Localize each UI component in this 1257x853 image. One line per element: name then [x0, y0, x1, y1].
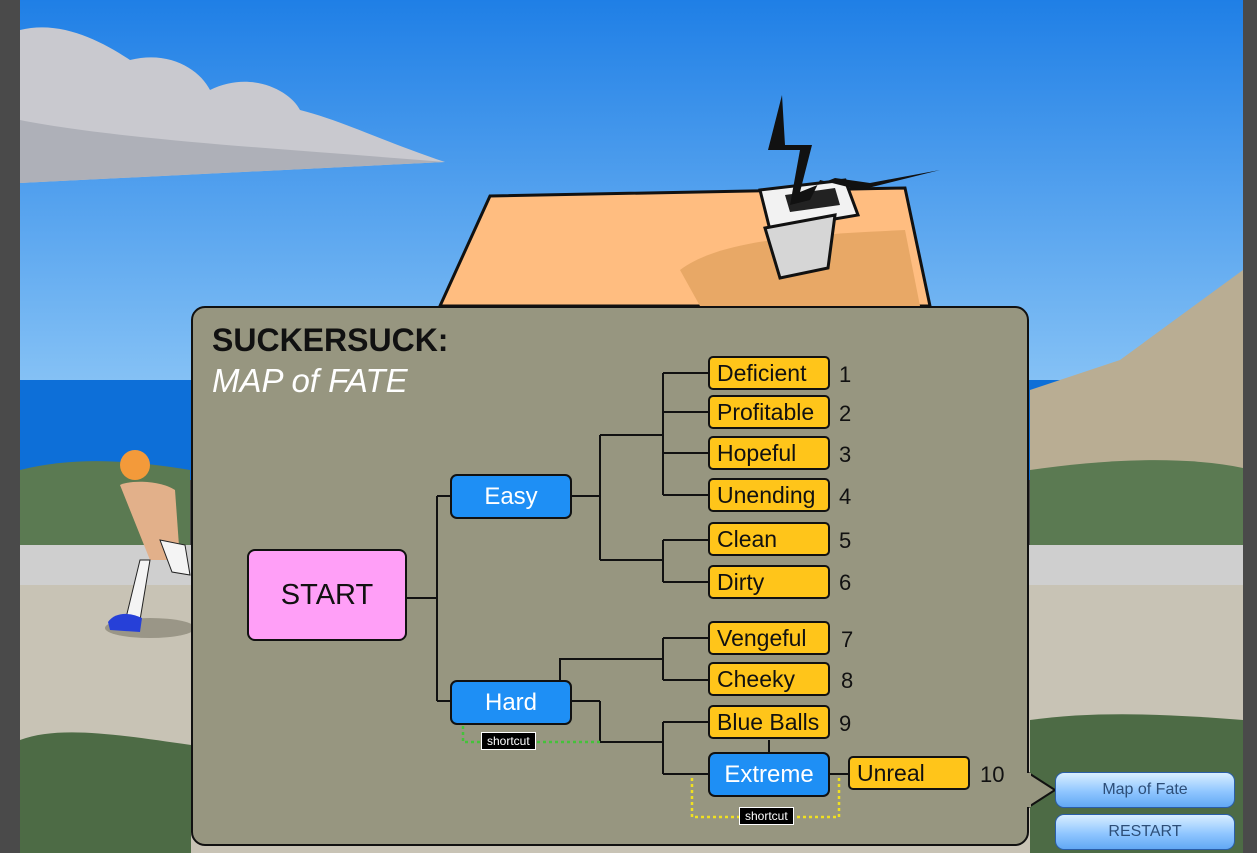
ending-unending: Unending — [708, 478, 830, 512]
map-title: SUCKERSUCK: — [212, 322, 449, 358]
right-hills — [1030, 460, 1243, 545]
map-subtitle: MAP of FATE — [212, 362, 408, 399]
ending-blue-balls: Blue Balls — [708, 705, 830, 739]
ending-hopeful: Hopeful — [708, 436, 830, 470]
ending-number: 4 — [839, 484, 852, 509]
ending-number: 1 — [839, 362, 852, 387]
ending-number: 6 — [839, 570, 852, 595]
start-node: START — [247, 549, 407, 641]
ending-unreal: Unreal — [848, 756, 970, 790]
ending-number: 3 — [839, 442, 852, 467]
ending-vengeful: Vengeful — [708, 621, 830, 655]
cliff-right — [1030, 270, 1243, 480]
ending-cheeky: Cheeky — [708, 662, 830, 696]
extreme-node: Extreme — [708, 752, 830, 797]
chimney-icon — [758, 178, 861, 280]
extreme-shortcut-line — [690, 778, 841, 819]
easy-node: Easy — [450, 474, 572, 519]
foreground-bushes — [20, 732, 191, 853]
hard-node: Hard — [450, 680, 572, 725]
restart-button[interactable]: RESTART — [1055, 814, 1235, 850]
ending-dirty: Dirty — [708, 565, 830, 599]
ending-number: 9 — [839, 711, 852, 736]
ending-number: 5 — [839, 528, 852, 553]
ending-number: 2 — [839, 401, 852, 426]
map-of-fate-button[interactable]: Map of Fate — [1055, 772, 1235, 808]
ending-number: 10 — [980, 762, 1005, 787]
hard-shortcut-label: shortcut — [481, 732, 536, 750]
ending-number: 8 — [841, 668, 854, 693]
lightning-icon — [768, 95, 940, 205]
ending-profitable: Profitable — [708, 395, 830, 429]
extreme-shortcut-label: shortcut — [739, 807, 794, 825]
running-character — [105, 450, 195, 638]
ending-number: 7 — [841, 627, 854, 652]
ending-deficient: Deficient — [708, 356, 830, 390]
ending-clean: Clean — [708, 522, 830, 556]
cloud-shadow — [20, 120, 445, 183]
